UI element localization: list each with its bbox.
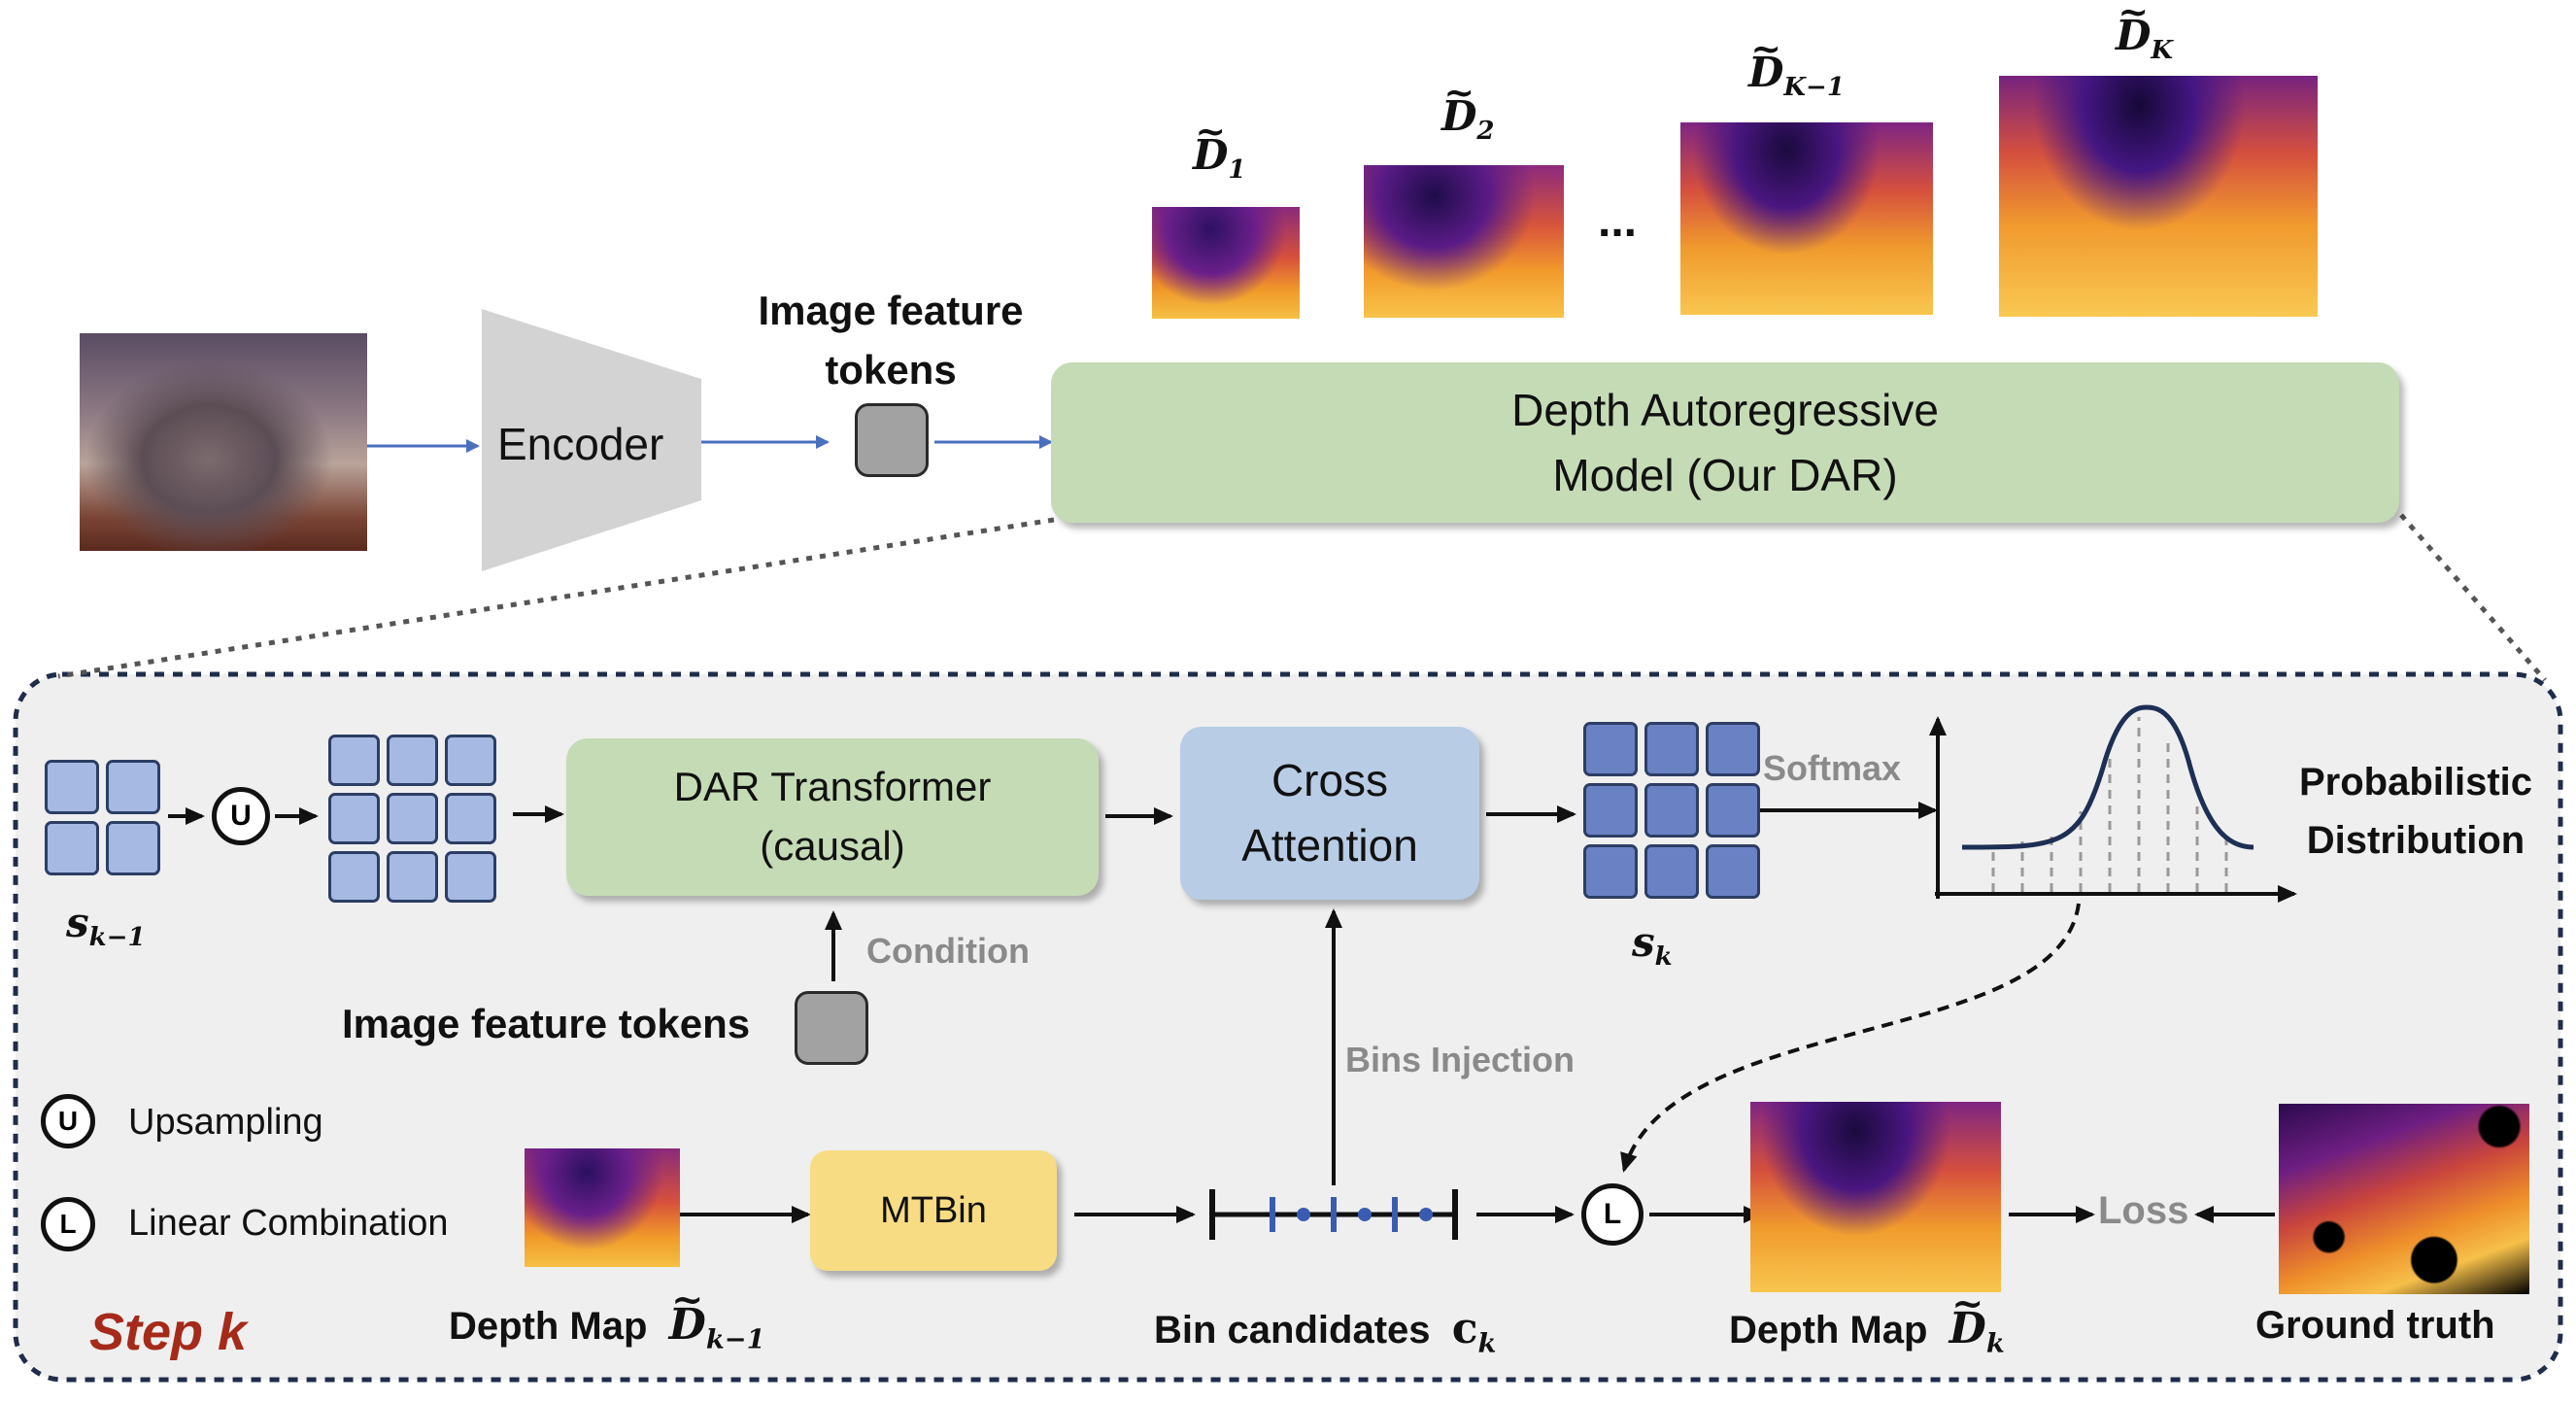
- mtbin-box: MTBin: [810, 1150, 1057, 1271]
- state-grid-prev: [45, 760, 160, 875]
- state-grid-k: [1583, 722, 1760, 899]
- state-grid-upsampled: [328, 735, 496, 903]
- encoder-shape: [482, 309, 701, 571]
- upsample-operator: U: [212, 787, 270, 845]
- ground-truth-map: [2279, 1104, 2529, 1294]
- bins-injection-label: Bins Injection: [1345, 1040, 1576, 1079]
- depth-label-k-minus-1: DK−1: [1748, 49, 1845, 102]
- mtbin-label: MTBin: [880, 1189, 987, 1231]
- bin-candidates-label: Bin candidates ck: [1154, 1304, 1497, 1359]
- cross-attention-label: Cross Attention: [1241, 755, 1418, 871]
- dar-transformer-box: DAR Transformer (causal): [566, 738, 1099, 896]
- input-rgb-image: [80, 333, 367, 551]
- dar-model-label: Depth Autoregressive Model (Our DAR): [1511, 384, 1939, 500]
- image-feature-token: [855, 403, 929, 477]
- depth-map-prev: [525, 1148, 680, 1267]
- zoom-line-left: [57, 517, 1055, 679]
- legend-linear-icon: L: [41, 1197, 95, 1251]
- legend-linear-label: Linear Combination: [128, 1203, 449, 1244]
- state-k-label: sk: [1632, 918, 1673, 973]
- state-prev-label: sk−1: [66, 899, 146, 953]
- encoder-label: Encoder: [497, 419, 664, 469]
- step-image-feature-tokens-label: Image feature tokens: [342, 1001, 751, 1046]
- linear-combination-operator: L: [1581, 1183, 1644, 1246]
- loss-label: Loss: [2098, 1189, 2189, 1232]
- dar-model-box: Depth Autoregressive Model (Our DAR): [1051, 362, 2399, 523]
- legend-upsample-icon: U: [41, 1094, 95, 1148]
- depth-map-2: [1364, 165, 1564, 318]
- depth-map-prev-label: Depth Map Dk−1: [449, 1300, 765, 1355]
- depth-label-k: DK: [2116, 12, 2173, 65]
- softmax-label: Softmax: [1763, 748, 1902, 788]
- depth-map-k-minus-1: [1680, 122, 1933, 315]
- dar-transformer-label: DAR Transformer (causal): [673, 764, 992, 869]
- ellipsis: ...: [1598, 195, 1638, 247]
- depth-map-out: [1750, 1102, 2001, 1292]
- depth-label-1: D1: [1193, 131, 1246, 185]
- probabilistic-distribution-label: Probabilistic Distribution: [2298, 761, 2533, 862]
- step-image-feature-token: [795, 991, 868, 1065]
- condition-label: Condition: [866, 931, 1030, 971]
- zoom-line-right: [2399, 513, 2547, 682]
- ground-truth-label: Ground truth: [2255, 1304, 2495, 1347]
- image-feature-tokens-label: Image feature tokens: [758, 288, 1024, 393]
- depth-map-k: [1999, 76, 2318, 317]
- distribution-plot: [1929, 704, 2297, 903]
- depth-label-2: D2: [1441, 92, 1495, 146]
- step-title: Step k: [89, 1303, 248, 1361]
- bin-candidates-axis: [1209, 1189, 1458, 1240]
- depth-map-1: [1152, 207, 1300, 319]
- depth-map-out-label: Depth Map Dk: [1729, 1304, 2005, 1359]
- cross-attention-box: Cross Attention: [1180, 727, 1479, 900]
- arrow-distribution-to-linear: [1620, 903, 2081, 1173]
- legend-upsample-label: Upsampling: [128, 1102, 323, 1143]
